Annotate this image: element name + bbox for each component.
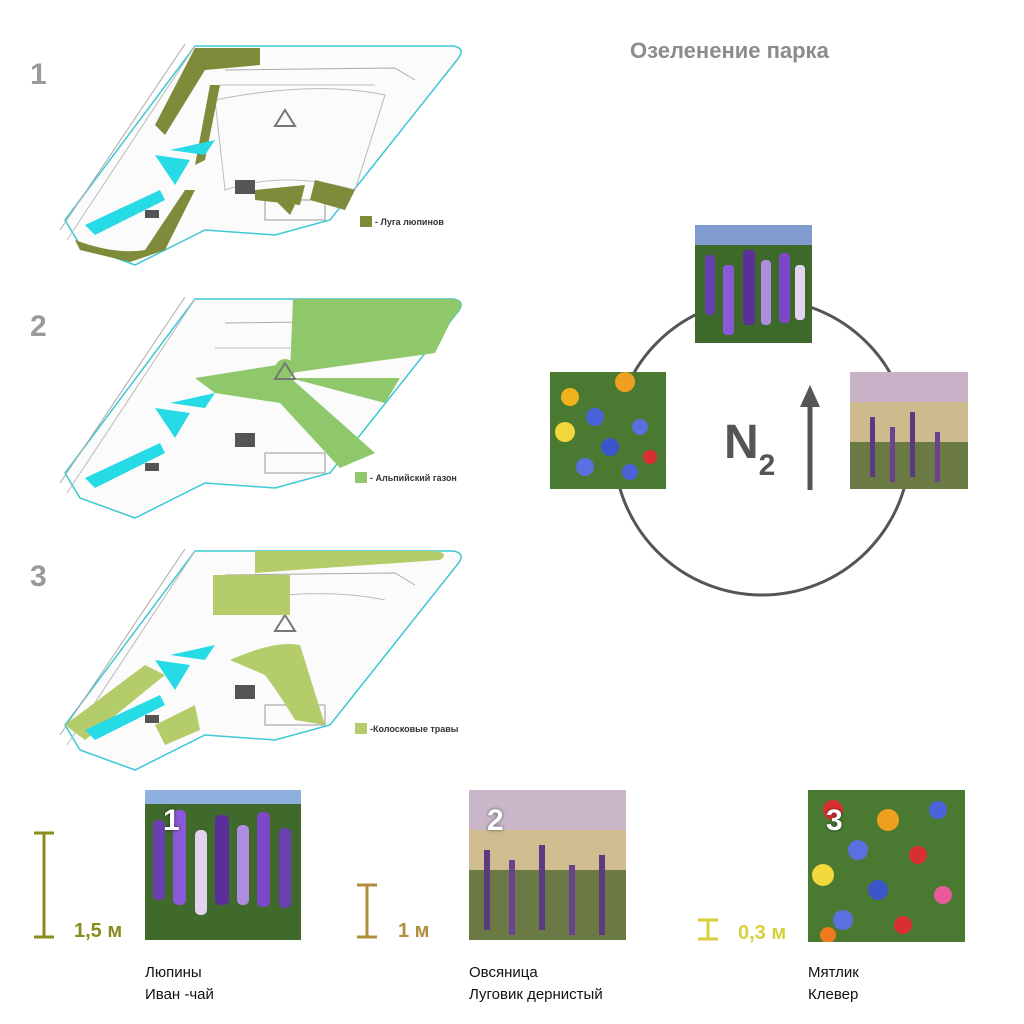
- height-scale-2: [357, 883, 377, 939]
- page-title: Озеленение парка: [630, 38, 829, 63]
- species-3b: Клевер: [808, 986, 859, 1003]
- plan-2-alpine-lawn-zones: [195, 299, 462, 468]
- plan-number-1: 1: [30, 58, 47, 91]
- photo-number-3: 3: [826, 804, 843, 837]
- grass-photo: 2: [469, 790, 626, 940]
- lupin-photo-compass: [695, 225, 812, 343]
- north-arrowhead: [800, 385, 820, 407]
- legend-swatch-alpine: [355, 472, 367, 483]
- species-2b: Луговик дернистый: [469, 986, 603, 1003]
- height-label-3: 0,3 м: [738, 922, 787, 944]
- wildflower-photo: 3: [808, 790, 965, 942]
- north-symbol: N: [724, 416, 759, 469]
- species-list-1: Люпины Иван -чай: [145, 962, 214, 1006]
- plan-number-2: 2: [30, 310, 47, 343]
- legend-label-lupin: - Луга люпинов: [375, 216, 444, 227]
- plan-3-grass-zones: [65, 551, 444, 745]
- legend-swatch-lupin: [360, 216, 372, 227]
- height-scale-3: [698, 918, 718, 941]
- plan-number-3: 3: [30, 560, 47, 593]
- photo-number-1: 1: [163, 804, 180, 837]
- species-3a: Мятлик: [808, 964, 859, 981]
- legend-label-grass: -Колосковые травы: [370, 723, 459, 734]
- grass-photo-compass: [850, 372, 968, 489]
- height-scale-1: [34, 831, 54, 939]
- plan-2-legend: - Альпийский газон: [355, 472, 457, 483]
- north-subscript: 2: [758, 448, 776, 482]
- plan-3-legend: -Колосковые травы: [355, 723, 458, 734]
- lupin-photo: 1: [145, 790, 301, 940]
- north-label: N2: [724, 415, 775, 482]
- plan-2-water-zones: [85, 393, 215, 488]
- site-plan-2: [59, 296, 462, 519]
- plan-1-legend: - Луга люпинов: [360, 216, 444, 227]
- plan-1-outline: [59, 43, 462, 266]
- legend-label-alpine: - Альпийский газон: [370, 472, 457, 483]
- legend-swatch-grass: [355, 723, 367, 734]
- plan-1-water-zones: [85, 140, 215, 235]
- species-1b: Иван -чай: [145, 986, 214, 1003]
- site-plan-1: [59, 43, 462, 266]
- plan-3-water-zones: [85, 645, 215, 740]
- site-plan-3: [59, 548, 462, 771]
- wildflower-photo-compass: [550, 372, 666, 489]
- species-list-3: Мятлик Клевер: [808, 962, 859, 1006]
- height-label-1: 1,5 м: [74, 920, 123, 942]
- species-1a: Люпины: [145, 964, 202, 981]
- photo-number-2: 2: [487, 804, 504, 837]
- height-label-2: 1 м: [398, 920, 430, 942]
- species-list-2: Овсяница Луговик дернистый: [469, 962, 603, 1006]
- species-2a: Овсяница: [469, 964, 538, 981]
